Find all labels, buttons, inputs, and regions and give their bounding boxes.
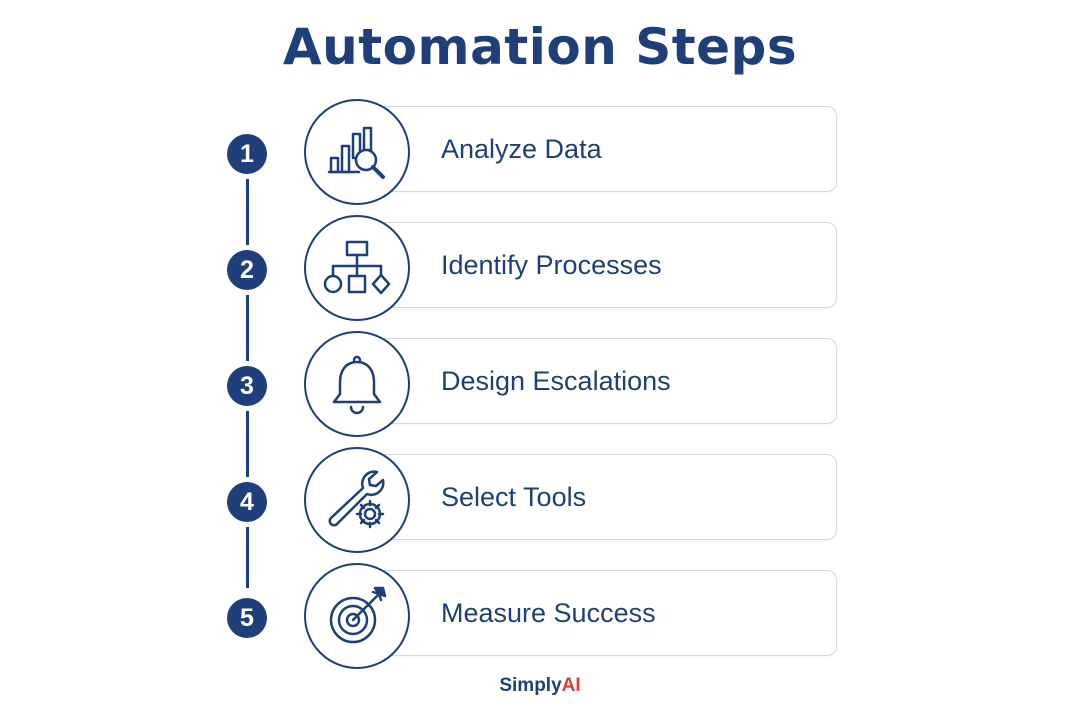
step-3: Design Escalations 3 <box>0 327 1080 443</box>
step-label: Identify Processes <box>441 250 662 280</box>
bell-icon <box>304 331 410 437</box>
bar-chart-magnifier-icon <box>304 99 410 205</box>
step-label: Select Tools <box>441 482 587 512</box>
step-card: Design Escalations <box>370 338 837 424</box>
step-number: 3 <box>227 366 267 406</box>
step-5: Measure Success 5 <box>0 559 1080 675</box>
brand-name-part1: Simply <box>499 675 562 696</box>
step-number: 5 <box>227 598 267 638</box>
step-4: Select Tools 4 <box>0 443 1080 559</box>
step-1: Analyze Data 1 <box>0 95 1080 211</box>
step-card: Measure Success <box>370 570 837 656</box>
step-number: 1 <box>227 134 267 174</box>
target-arrow-icon <box>304 563 410 669</box>
brand-name-part2: AI <box>561 675 581 696</box>
step-card: Analyze Data <box>370 106 837 192</box>
step-2: Identify Processes 2 <box>0 211 1080 327</box>
brand-logo: SimplyAI <box>0 674 1080 698</box>
wrench-gear-icon <box>304 447 410 553</box>
step-label: Design Escalations <box>441 366 671 396</box>
step-label: Analyze Data <box>441 134 602 164</box>
step-label: Measure Success <box>441 598 656 628</box>
step-card: Select Tools <box>370 454 837 540</box>
step-number: 4 <box>227 482 267 522</box>
flowchart-icon <box>304 215 410 321</box>
step-card: Identify Processes <box>370 222 837 308</box>
page-title: Automation Steps <box>282 18 798 76</box>
step-number: 2 <box>227 250 267 290</box>
